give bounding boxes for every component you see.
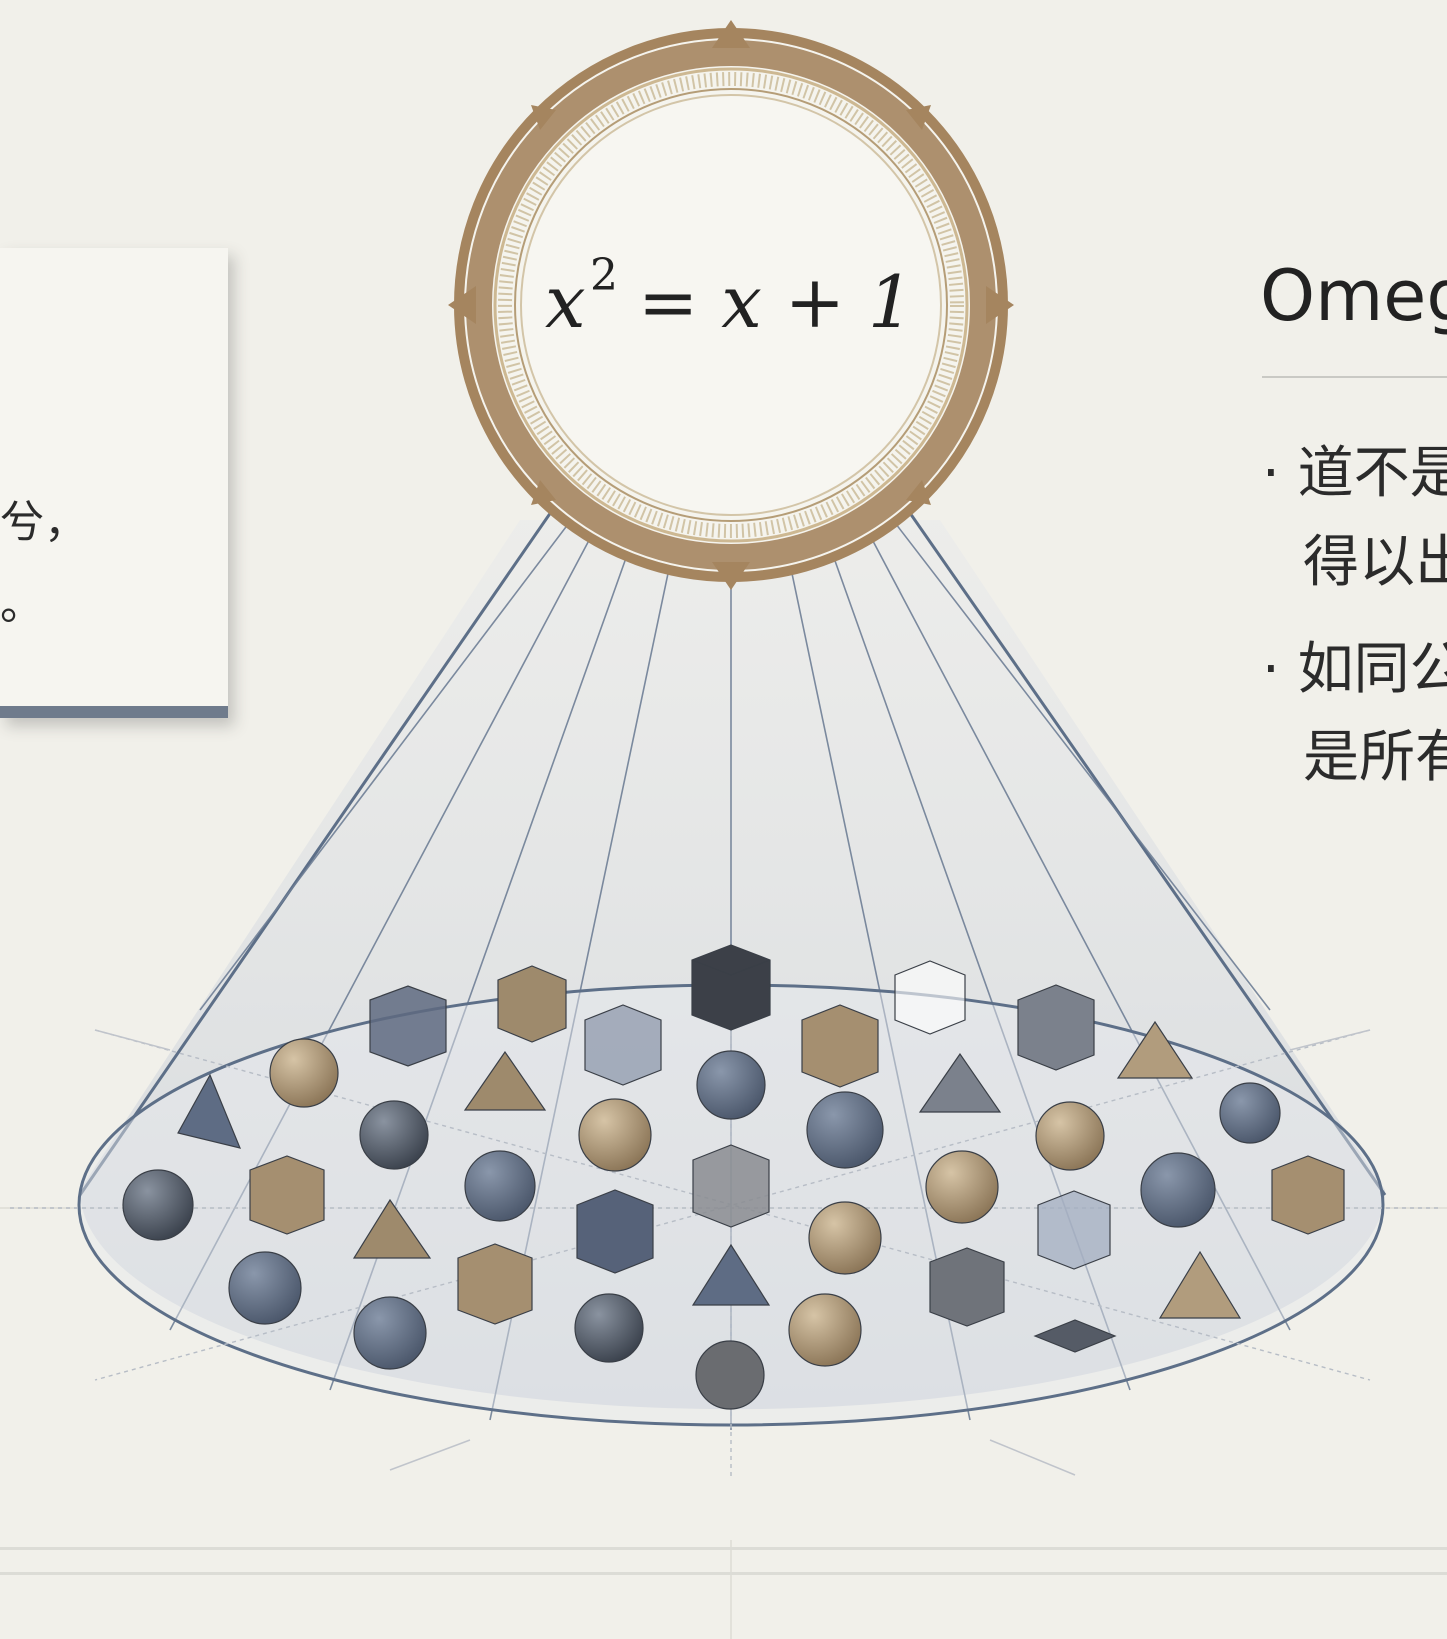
sphere-icon [228, 1251, 302, 1325]
sphere-icon [788, 1293, 862, 1367]
sphere-icon [695, 1340, 765, 1410]
sphere-icon [359, 1100, 429, 1170]
bullet-1-line-2: 得以出 [1303, 530, 1447, 595]
sphere-icon [269, 1038, 339, 1108]
cube-icon [497, 965, 567, 1043]
cube-icon [1271, 1155, 1345, 1235]
pyramid-icon [352, 1198, 432, 1259]
sphere-icon [696, 1050, 766, 1120]
footer-divider [0, 1572, 1447, 1575]
cube-icon [457, 1243, 533, 1325]
title-divider [1262, 376, 1447, 378]
bullet-1: · 道不是 [1262, 428, 1447, 509]
bullet-1-line-1: 道不是 [1297, 441, 1447, 506]
cube-icon [369, 985, 447, 1067]
sphere-icon [1035, 1101, 1105, 1171]
cube-icon [249, 1155, 325, 1235]
left-text-card: 兮， 。 [0, 248, 228, 718]
sphere-icon [808, 1201, 882, 1275]
cube-icon [584, 1004, 662, 1086]
sphere-icon [578, 1098, 652, 1172]
card-line-1: 兮， [0, 497, 88, 548]
cube-icon [1037, 1190, 1111, 1270]
sphere-icon [464, 1150, 536, 1222]
formula-ring [448, 20, 1014, 590]
cube-icon [691, 944, 771, 1031]
sphere-icon [1219, 1082, 1281, 1144]
pyramid-icon [1116, 1020, 1194, 1079]
sphere-icon [806, 1091, 884, 1169]
formula-base: x [545, 260, 586, 344]
cube-icon [576, 1189, 654, 1274]
sphere-icon [574, 1293, 644, 1363]
bullet-marker: · [1262, 637, 1280, 702]
pyramid-icon [177, 1073, 242, 1149]
bullet-2-line-1: 如同公 [1297, 637, 1447, 702]
sphere-icon [1140, 1152, 1216, 1228]
formula-rhs: = x + 1 [638, 260, 914, 344]
formula-exponent: 2 [590, 250, 618, 301]
formula: x 2 = x + 1 [545, 250, 914, 344]
pyramid-icon [1158, 1250, 1242, 1319]
cube-icon [801, 1004, 879, 1088]
bullet-2-line-2: 是所有 [1303, 725, 1447, 790]
cube-icon [929, 1247, 1005, 1327]
footer-divider [0, 1547, 1447, 1550]
cube-icon [1033, 1319, 1117, 1353]
card-line-2: 。 [0, 579, 44, 630]
sphere-icon [925, 1150, 999, 1224]
bullet-2: · 如同公 [1262, 624, 1447, 705]
panel-title: Omeg [1260, 255, 1447, 337]
pyramid-icon [918, 1052, 1002, 1113]
cube-icon [692, 1144, 770, 1228]
sphere-icon [122, 1169, 194, 1241]
bullet-marker: · [1262, 441, 1280, 506]
solid-shapes [122, 944, 1345, 1410]
cube-icon [1017, 984, 1095, 1071]
sphere-icon [353, 1296, 427, 1370]
pyramid-icon [463, 1050, 547, 1111]
pyramid-icon [691, 1243, 771, 1306]
cube-icon [894, 960, 966, 1035]
